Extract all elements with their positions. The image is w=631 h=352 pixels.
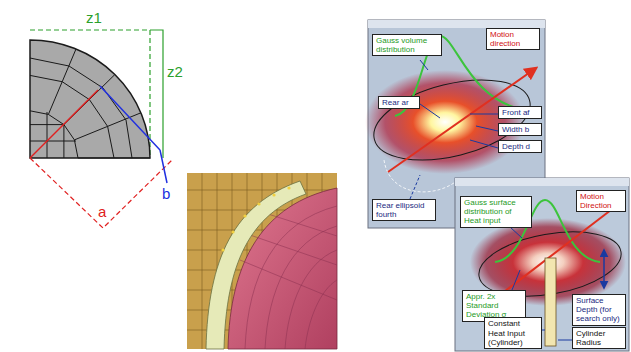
callout-box: Width b — [498, 123, 542, 136]
callout-text: Rear ellipsoid fourth — [376, 201, 432, 219]
a-axis — [30, 90, 98, 158]
callout-box: Surface Depth (for search only) — [572, 294, 626, 326]
callout-text: Width b — [502, 125, 538, 134]
a-dimension — [30, 158, 172, 228]
leader-line — [470, 114, 498, 115]
weld-band — [206, 181, 306, 349]
callout-box: Motion Direction — [576, 190, 626, 212]
callout-text: Rear ar — [382, 98, 416, 107]
dot — [221, 248, 224, 251]
mesh-line — [47, 112, 48, 158]
leader-line — [512, 270, 520, 290]
title-bar — [455, 178, 629, 186]
mesh-lines — [30, 49, 150, 158]
dot — [243, 214, 246, 217]
leader-line — [420, 104, 440, 118]
callout-text: Depth d — [502, 142, 538, 151]
callout-text: Motion Direction — [580, 192, 622, 210]
dimension-label: z2 — [167, 64, 183, 79]
mesh-picture — [187, 173, 337, 349]
leader-line — [410, 175, 420, 199]
callout-text: Cylinder Radius — [576, 329, 622, 347]
callout-box: Motion direction — [486, 28, 540, 50]
leader-line — [476, 126, 498, 131]
callout-text: Motion direction — [490, 30, 536, 48]
screenshot-window — [455, 178, 629, 351]
dimension-label: a — [98, 204, 106, 219]
callout-box: Constant Heat Input (Cylinder) — [484, 317, 542, 349]
mesh-spoke — [78, 158, 150, 159]
surface-lines — [245, 206, 337, 349]
mesh-spoke — [48, 49, 76, 114]
rear-quarter — [384, 160, 460, 192]
dimension-label: z1 — [86, 10, 102, 25]
b-dimension — [160, 150, 167, 183]
z1-dimension — [30, 30, 150, 158]
band-dots — [221, 186, 290, 251]
leader-line — [510, 227, 522, 238]
callout-text: Appr. 2x Standard Deviation σ — [466, 292, 522, 320]
z2-dimension — [150, 30, 163, 158]
callout-text: Gauss volume distribution — [376, 36, 438, 54]
motion-arrow — [388, 68, 536, 172]
dot — [231, 230, 234, 233]
mesh-arc — [30, 58, 132, 158]
callout-box: Rear ar — [378, 96, 420, 109]
b-axis — [100, 86, 160, 150]
callout-text: Front af — [502, 108, 538, 117]
dimension-label: b — [162, 186, 170, 201]
callout-text: Gauss surface distribution of Heat input — [464, 198, 528, 226]
dot — [287, 186, 290, 189]
quarter-ellipse — [30, 40, 150, 158]
leader-line — [542, 330, 545, 331]
callout-box: Depth d — [498, 140, 542, 153]
heat-cylinder — [545, 258, 556, 346]
leader-line — [420, 60, 428, 70]
leader-line — [470, 140, 498, 148]
callout-box: Cylinder Radius — [572, 327, 626, 349]
heat-ellipse — [366, 66, 539, 175]
mesh-grid — [187, 173, 337, 349]
callout-box: Rear ellipsoid fourth — [372, 199, 436, 221]
mesh-line — [30, 141, 76, 142]
pink-surface — [228, 188, 337, 349]
leader-line — [558, 340, 572, 341]
dot — [257, 202, 260, 205]
dot — [272, 193, 275, 196]
callout-text: Surface Depth (for search only) — [576, 296, 622, 324]
callout-box: Gauss volume distribution — [372, 34, 442, 56]
callout-box: Front af — [498, 106, 542, 119]
callout-box: Gauss surface distribution of Heat input — [460, 196, 532, 228]
title-bar — [368, 20, 545, 28]
callout-text: Constant Heat Input (Cylinder) — [488, 319, 538, 347]
mesh-spoke — [74, 113, 140, 140]
depth-arrow — [603, 250, 605, 288]
